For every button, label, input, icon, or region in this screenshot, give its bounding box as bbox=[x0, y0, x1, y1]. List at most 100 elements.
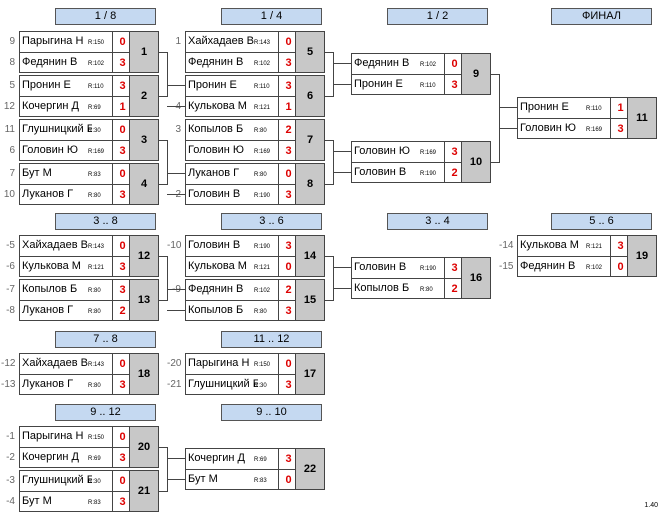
player-score: 3 bbox=[278, 375, 298, 395]
seed-number: -20 bbox=[167, 358, 182, 369]
round-header: 9 .. 10 bbox=[221, 404, 322, 421]
player-rating: R:83 bbox=[88, 172, 101, 178]
match-number: 21 bbox=[130, 470, 159, 512]
connector-line bbox=[159, 184, 167, 185]
match-number: 11 bbox=[628, 97, 657, 139]
connector-line bbox=[333, 151, 351, 152]
match-number: 14 bbox=[296, 235, 325, 277]
player-rating: R:143 bbox=[88, 362, 105, 368]
match-number: 7 bbox=[296, 119, 325, 161]
connector-line bbox=[491, 162, 499, 163]
match-number: 18 bbox=[130, 353, 159, 395]
player-score: 2 bbox=[112, 301, 132, 321]
player-name: Копылов Б bbox=[188, 304, 244, 316]
connector-line bbox=[167, 52, 168, 97]
player-name: Бут М bbox=[22, 495, 52, 507]
connector-line bbox=[325, 256, 333, 257]
player-rating: R:30 bbox=[88, 128, 101, 134]
connector-line bbox=[499, 128, 517, 129]
player-score: 0 bbox=[444, 54, 464, 74]
connector-line bbox=[325, 96, 333, 97]
player-rating: R:190 bbox=[420, 171, 437, 177]
player-rating: R:80 bbox=[88, 309, 101, 315]
player-rating: R:190 bbox=[420, 266, 437, 272]
connector-line bbox=[159, 491, 167, 492]
connector-line bbox=[159, 300, 167, 301]
player-score: 2 bbox=[444, 163, 464, 183]
seed-number: -12 bbox=[1, 358, 16, 369]
player-score: 3 bbox=[112, 492, 132, 512]
player-score: 3 bbox=[112, 375, 132, 395]
connector-line bbox=[167, 106, 185, 107]
player-score: 0 bbox=[112, 236, 132, 256]
seed-number: 10 bbox=[3, 189, 15, 200]
